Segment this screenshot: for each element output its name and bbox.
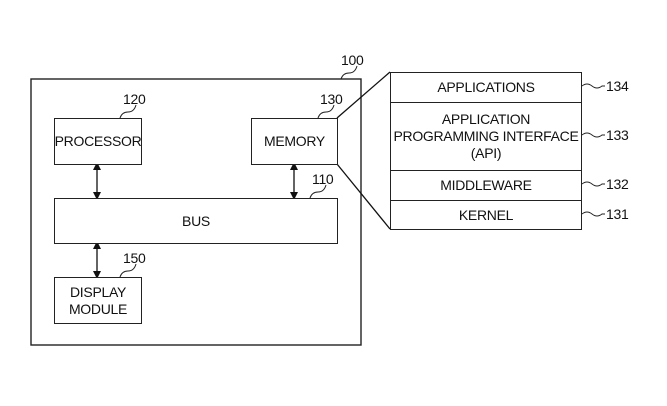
ref-processor: 120 bbox=[123, 91, 146, 107]
ref-middleware: 132 bbox=[606, 176, 629, 192]
ref-bus: 110 bbox=[312, 171, 334, 187]
leader-110 bbox=[309, 184, 327, 199]
layer-api-line1: APPLICATION bbox=[441, 111, 531, 127]
leader-133 bbox=[581, 132, 605, 138]
processor-label: PROCESSOR bbox=[54, 133, 142, 149]
layer-applications-label: APPLICATIONS bbox=[437, 79, 535, 95]
display-module-block: DISPLAY MODULE bbox=[54, 277, 142, 324]
memory-block: MEMORY bbox=[251, 118, 338, 165]
expansion-line-top bbox=[336, 71, 391, 119]
ref-kernel: 131 bbox=[606, 206, 629, 222]
processor-block: PROCESSOR bbox=[54, 118, 142, 165]
layer-middleware: MIDDLEWARE bbox=[391, 171, 581, 200]
layer-kernel-label: KERNEL bbox=[458, 206, 514, 223]
display-label-line2: MODULE bbox=[68, 300, 128, 317]
display-label-line1: DISPLAY bbox=[70, 283, 126, 300]
layer-divider bbox=[391, 200, 581, 201]
layer-middleware-label: MIDDLEWARE bbox=[440, 177, 532, 193]
ref-api: 133 bbox=[606, 127, 629, 143]
layer-api-line3: (API) bbox=[470, 145, 502, 161]
layer-kernel: KERNEL bbox=[391, 201, 581, 229]
leader-131 bbox=[581, 211, 605, 217]
memory-label: MEMORY bbox=[264, 133, 325, 149]
layer-divider bbox=[391, 102, 581, 103]
expansion-line-bottom bbox=[336, 163, 391, 230]
ref-memory: 130 bbox=[320, 91, 343, 107]
leader-132 bbox=[581, 181, 605, 187]
leader-120 bbox=[119, 104, 137, 119]
ref-display: 150 bbox=[123, 250, 146, 266]
bus-label: BUS bbox=[182, 212, 210, 229]
layer-api-line2: PROGRAMMING INTERFACE bbox=[393, 128, 579, 144]
device-boundary bbox=[30, 78, 362, 346]
leader-100 bbox=[340, 65, 358, 80]
leader-150 bbox=[119, 263, 137, 278]
memory-layer-stack: APPLICATIONS APPLICATION PROGRAMMING INT… bbox=[390, 72, 582, 230]
leader-134 bbox=[581, 83, 605, 89]
ref-applications: 134 bbox=[606, 78, 629, 94]
bus-block: BUS bbox=[54, 198, 338, 244]
layer-api: APPLICATION PROGRAMMING INTERFACE (API) bbox=[391, 103, 581, 170]
ref-device: 100 bbox=[341, 52, 364, 68]
layer-divider bbox=[391, 170, 581, 171]
leader-130 bbox=[317, 104, 335, 119]
layer-applications: APPLICATIONS bbox=[391, 73, 581, 102]
